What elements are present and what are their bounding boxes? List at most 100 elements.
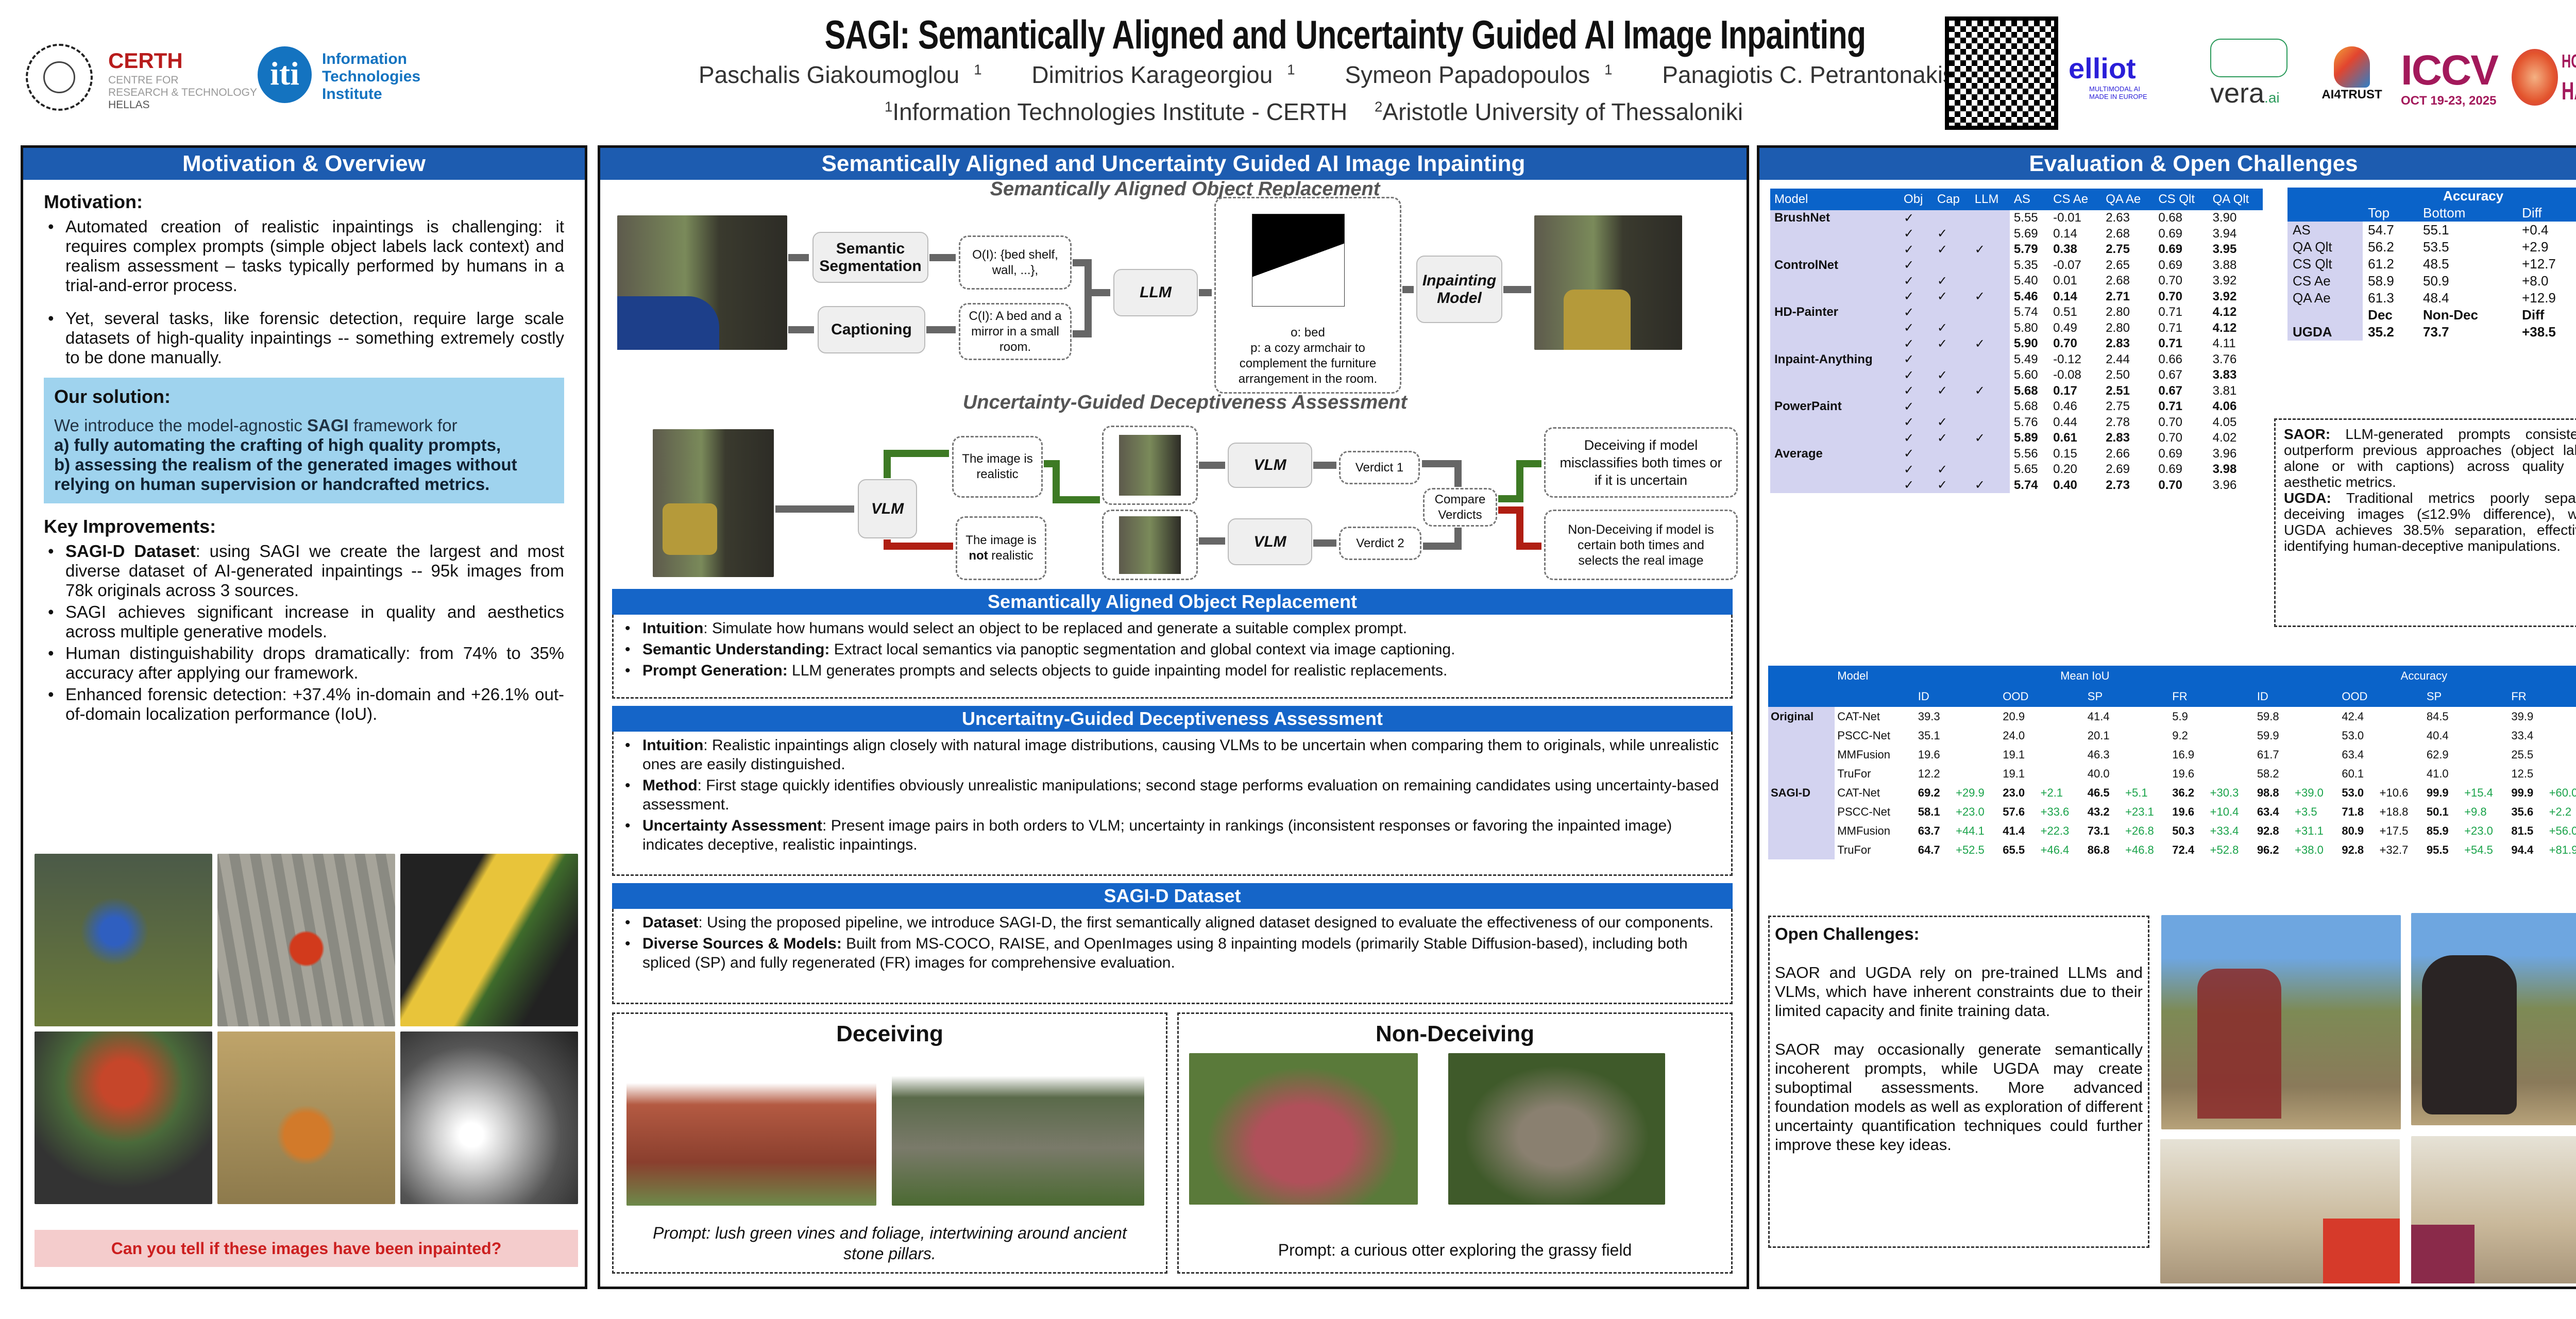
example-photo-plant <box>35 1031 212 1204</box>
metric-value: 59.8 <box>2257 709 2279 723</box>
metric-value: 0.70 <box>2158 415 2183 429</box>
section-label: Original <box>1768 707 1835 726</box>
metric-value: 0.70 <box>2158 289 2183 303</box>
metric-value: 3.96 <box>2212 446 2237 461</box>
column-header: QA Ae <box>2102 189 2155 210</box>
empty-cell <box>1933 351 1971 367</box>
metric-gain: +81.9 <box>2549 843 2576 856</box>
metric-value: 58.2 <box>2257 767 2279 780</box>
metric-value: 0.66 <box>2158 352 2183 366</box>
model-name <box>1770 273 1900 289</box>
metric-gain <box>2292 707 2339 726</box>
metric-value: 3.83 <box>2212 368 2237 382</box>
model-name: PSCC-Net <box>1837 729 1890 742</box>
model-name: PSCC-Net <box>1837 805 1890 818</box>
metric-value: 4.02 <box>2212 431 2237 445</box>
selected-object: o: bed <box>1291 326 1325 340</box>
column-header: Model <box>1770 189 1900 210</box>
empty-cell <box>1933 446 1971 462</box>
empty-cell <box>1933 210 1971 226</box>
metric-value: 60.1 <box>2342 767 2364 780</box>
metric-value: 2.83 <box>2106 431 2130 445</box>
metric-value: 19.6 <box>1918 748 1940 761</box>
metric-value: 41.0 <box>2426 767 2449 780</box>
metric-value: 19.1 <box>2003 748 2025 761</box>
metric-value: 2.80 <box>2106 320 2130 335</box>
metric-value: 2.68 <box>2106 274 2130 288</box>
red-arrows <box>884 506 1541 550</box>
empty-cell <box>1970 351 2010 367</box>
key-item: SAGI-D Dataset: using SAGI we create the… <box>44 542 564 600</box>
metric-value: 2.73 <box>2106 478 2130 492</box>
metric-value: 0.61 <box>2053 431 2077 445</box>
example-photo-apple <box>217 854 395 1026</box>
qr-code-icon[interactable] <box>1945 16 2058 130</box>
metric-gain: +23.0 <box>1956 805 1985 818</box>
elliot-logo: elliot MULTIMODAL AI MADE IN EUROPE <box>2069 52 2161 100</box>
arrow <box>1073 259 1110 337</box>
column-heading: Semantically Aligned and Uncertainty Gui… <box>600 148 1747 180</box>
empty-cell <box>1970 273 2010 289</box>
vera-ai-logo: vera.ai <box>2210 39 2287 109</box>
bullet: Diverse Sources & Models: Built from MS-… <box>621 934 1724 972</box>
empty-cell <box>1970 257 2010 273</box>
certh-line: HELLAS <box>108 99 150 111</box>
challenge-paragraph: SAOR and UGDA rely on pre-trained LLMs a… <box>1775 963 2143 1020</box>
iti-mark-icon: iti <box>258 46 312 103</box>
metric-value: 39.3 <box>1918 709 1940 723</box>
column-header: AS <box>2009 189 2049 210</box>
metric-value: 42.4 <box>2342 709 2364 723</box>
metric-value: -0.12 <box>2053 352 2081 366</box>
metric-gain: +56.0 <box>2549 824 2576 837</box>
check-icon: ✓ <box>1900 414 1933 430</box>
metric-value: 59.9 <box>2257 729 2279 742</box>
metric-value: 20.9 <box>2003 709 2025 723</box>
column-subheader: Diff <box>2522 307 2545 323</box>
check-icon: ✓ <box>1933 462 1971 478</box>
check-icon: ✓ <box>1933 226 1971 242</box>
metric-value: 0.44 <box>2053 415 2077 429</box>
column-header: SP <box>2424 686 2509 707</box>
metric-gain <box>2123 764 2170 783</box>
check-icon: ✓ <box>1900 383 1933 399</box>
empty-header <box>1835 686 1916 707</box>
empty-cell <box>1768 764 1835 783</box>
metric-value: 48.4 <box>2423 290 2449 306</box>
metric-gain: +9.8 <box>2464 805 2487 818</box>
metric-gain <box>2462 707 2509 726</box>
group-header: Mean IoU <box>1915 666 2255 686</box>
metric-value: 56.2 <box>2368 239 2394 255</box>
check-icon: ✓ <box>1933 477 1971 493</box>
metric-value: 2.63 <box>2106 211 2130 225</box>
arrow <box>884 539 953 550</box>
column-header: OOD <box>2000 686 2085 707</box>
metric-value: 95.5 <box>2426 843 2449 856</box>
metric-value: 20.1 <box>2087 729 2110 742</box>
object-mask-image <box>1252 214 1345 307</box>
metric-value: 5.46 <box>2013 289 2038 303</box>
elliot-tag: MULTIMODAL AI MADE IN EUROPE <box>2089 85 2147 100</box>
column-header: LLM <box>1970 189 2010 210</box>
metric-value: 2.69 <box>2106 462 2130 477</box>
check-icon: ✓ <box>1933 336 1971 352</box>
metric-value: 24.0 <box>2003 729 2025 742</box>
metric-value: 48.5 <box>2423 256 2449 272</box>
metric-value: 12.5 <box>2511 767 2534 780</box>
metric-value: 12.2 <box>1918 767 1940 780</box>
metric-value: 46.5 <box>2087 786 2110 799</box>
check-icon: ✓ <box>1900 446 1933 462</box>
metric-value: 0.01 <box>2053 274 2077 288</box>
solution-point: b) assessing the realism of the generate… <box>54 455 517 494</box>
check-icon: ✓ <box>1900 273 1933 289</box>
metric-value: 3.92 <box>2212 274 2237 288</box>
empty-cell <box>1933 257 1971 273</box>
